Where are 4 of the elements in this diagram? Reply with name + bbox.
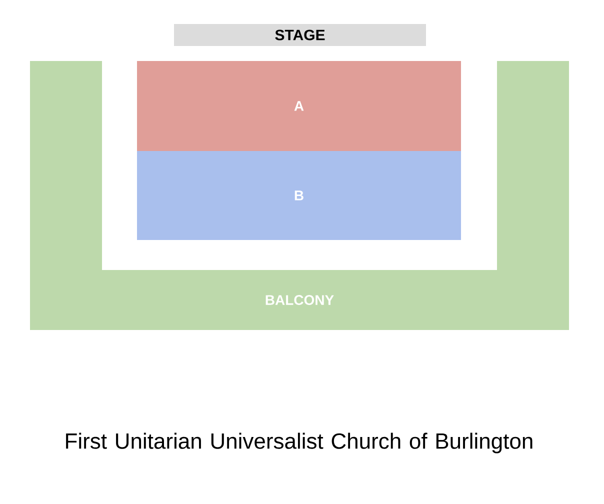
- caption: First Unitarian Universalist Church of Burlington: [66, 432, 532, 454]
- seating-section: B: [137, 151, 461, 240]
- stage-bar: STAGE: [174, 24, 426, 46]
- seating-section: A: [137, 61, 461, 151]
